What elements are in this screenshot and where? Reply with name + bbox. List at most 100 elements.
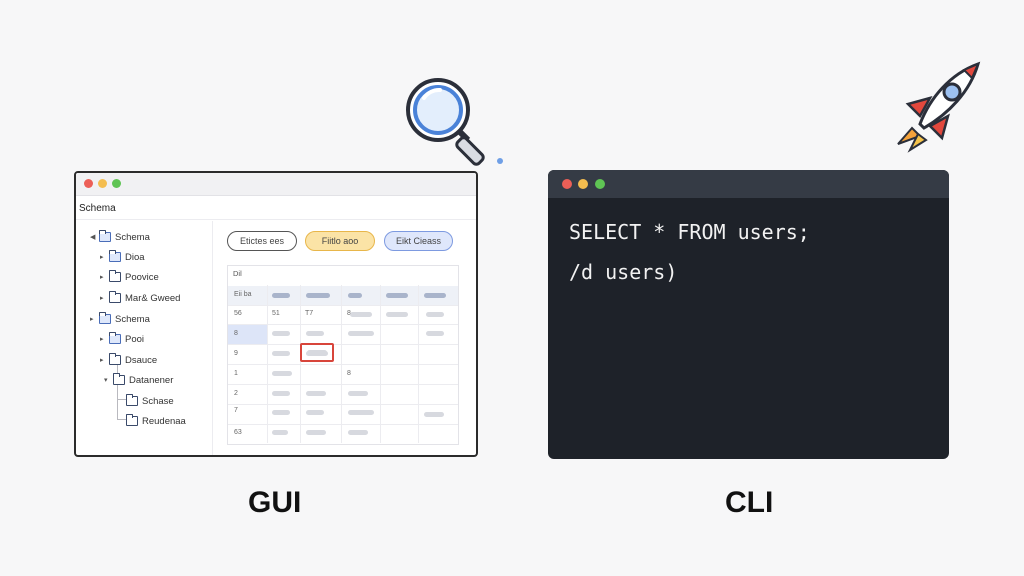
cell-placeholder — [386, 312, 408, 317]
header-placeholder — [386, 293, 408, 298]
gui-header-divider — [76, 219, 476, 220]
tree-item-datanener[interactable]: ▾ Datanener — [104, 373, 173, 387]
folder-icon — [109, 291, 121, 303]
cell-placeholder — [424, 412, 444, 417]
cell-placeholder — [272, 331, 290, 336]
selected-cell[interactable] — [228, 324, 267, 344]
cell-placeholder — [306, 331, 324, 336]
cell-placeholder — [348, 410, 374, 415]
row-label: 9 — [234, 350, 238, 357]
folder-icon — [109, 353, 121, 365]
grid-row-line — [228, 344, 458, 345]
cell-placeholder — [348, 331, 374, 336]
tree-item-label: Schema — [115, 231, 150, 243]
folder-icon — [126, 414, 138, 426]
expand-arrow-icon[interactable]: ▸ — [100, 295, 104, 302]
schema-icon — [99, 230, 111, 242]
maximize-dot[interactable] — [112, 179, 121, 188]
expand-arrow-icon[interactable]: ▾ — [104, 377, 108, 384]
tree-item-mar-gweed[interactable]: ▸ Mar& Gweed — [100, 291, 180, 305]
tree-item-dsauce[interactable]: ▸ Dsauce — [100, 353, 157, 367]
grid-row-line — [228, 364, 458, 365]
filter-pill-1[interactable]: Etictes ees — [227, 231, 297, 251]
table-label: Dil — [233, 269, 242, 278]
tree-item-schema[interactable]: ◀ Schema — [90, 230, 150, 244]
grid-row-line — [228, 384, 458, 385]
row-label: 7 — [234, 407, 238, 414]
tree-item-label: Mar& Gweed — [125, 292, 181, 304]
tree-item-schase[interactable]: Schase — [126, 394, 174, 408]
tree-item-label: Poovice — [125, 271, 159, 283]
header-placeholder — [272, 293, 290, 298]
gui-header-title: Schema — [79, 203, 116, 214]
header-placeholder — [306, 293, 330, 298]
rocket-icon — [897, 61, 981, 153]
cell-placeholder — [306, 391, 326, 396]
cell-text: 8 — [347, 370, 351, 377]
cell-placeholder — [348, 391, 368, 396]
cli-titlebar — [548, 170, 949, 198]
folder-icon — [109, 270, 121, 282]
cli-caption: CLI — [725, 486, 774, 519]
cli-command-line-2[interactable]: /d users) — [569, 260, 678, 284]
tree-connector — [117, 385, 126, 420]
grid-header-label: Eii ba — [234, 291, 252, 298]
cell-placeholder — [272, 410, 290, 415]
minimize-dot[interactable] — [98, 179, 107, 188]
folder-icon — [126, 394, 138, 406]
row-label: 63 — [234, 429, 242, 436]
minimize-dot[interactable] — [578, 179, 588, 189]
close-dot[interactable] — [562, 179, 572, 189]
cli-window: SELECT * FROM users; /d users) — [548, 170, 949, 459]
magnifying-glass-icon — [406, 78, 503, 166]
highlighted-cell-placeholder — [307, 350, 327, 355]
monitor-icon — [99, 312, 111, 324]
tree-item-poovice[interactable]: ▸ Poovice — [100, 270, 159, 284]
expand-arrow-icon[interactable]: ▸ — [100, 336, 104, 343]
tree-item-schema-2[interactable]: ▸ Schema — [90, 312, 150, 326]
filter-pill-2[interactable]: Fiitlo aoo — [305, 231, 375, 251]
highlighted-cell[interactable] — [300, 343, 334, 362]
cell-text: 51 — [272, 310, 280, 317]
grid-row-line — [228, 424, 458, 425]
cell-text: T7 — [305, 310, 314, 317]
tree-item-dioa[interactable]: ▸ Dioa — [100, 250, 145, 264]
gui-caption: GUI — [248, 486, 302, 519]
grid-header-row — [228, 286, 458, 305]
expand-arrow-icon[interactable]: ▸ — [100, 274, 104, 281]
gui-titlebar — [76, 173, 476, 196]
tree-item-pooi[interactable]: ▸ Pooi — [100, 332, 144, 346]
data-grid — [227, 265, 459, 445]
expand-arrow-icon[interactable]: ▸ — [90, 316, 94, 323]
filter-pill-3[interactable]: Eikt Cieass — [384, 231, 453, 251]
row-label: 2 — [234, 390, 238, 397]
tree-item-label: Dsauce — [125, 354, 158, 366]
tree-divider — [212, 221, 213, 455]
folder-icon — [109, 250, 121, 262]
tree-item-label: Dioa — [125, 251, 145, 263]
tree-item-label: Reudenaa — [142, 415, 186, 427]
cell-placeholder — [348, 430, 368, 435]
maximize-dot[interactable] — [595, 179, 605, 189]
expand-arrow-icon[interactable]: ▸ — [100, 357, 104, 364]
row-label: 1 — [234, 370, 238, 377]
folder-icon — [109, 332, 121, 344]
expand-arrow-icon[interactable]: ◀ — [90, 234, 96, 241]
tree-item-reudenaa[interactable]: Reudenaa — [126, 414, 186, 428]
expand-arrow-icon[interactable]: ▸ — [100, 254, 104, 261]
close-dot[interactable] — [84, 179, 93, 188]
tree-item-label: Datanener — [129, 374, 174, 386]
grid-row-line — [228, 404, 458, 405]
folder-icon — [113, 373, 125, 385]
tree-item-label: Schase — [142, 395, 174, 407]
cell-placeholder — [350, 312, 372, 317]
cell-placeholder — [272, 371, 292, 376]
cell-placeholder — [272, 430, 288, 435]
cell-text: 8 — [347, 310, 351, 317]
cell-placeholder — [272, 391, 290, 396]
cell-placeholder — [426, 331, 444, 336]
cli-command-line-1[interactable]: SELECT * FROM users; — [569, 220, 810, 244]
grid-row-line — [228, 324, 458, 325]
tree-item-label: Pooi — [125, 333, 145, 345]
header-placeholder — [348, 293, 362, 298]
